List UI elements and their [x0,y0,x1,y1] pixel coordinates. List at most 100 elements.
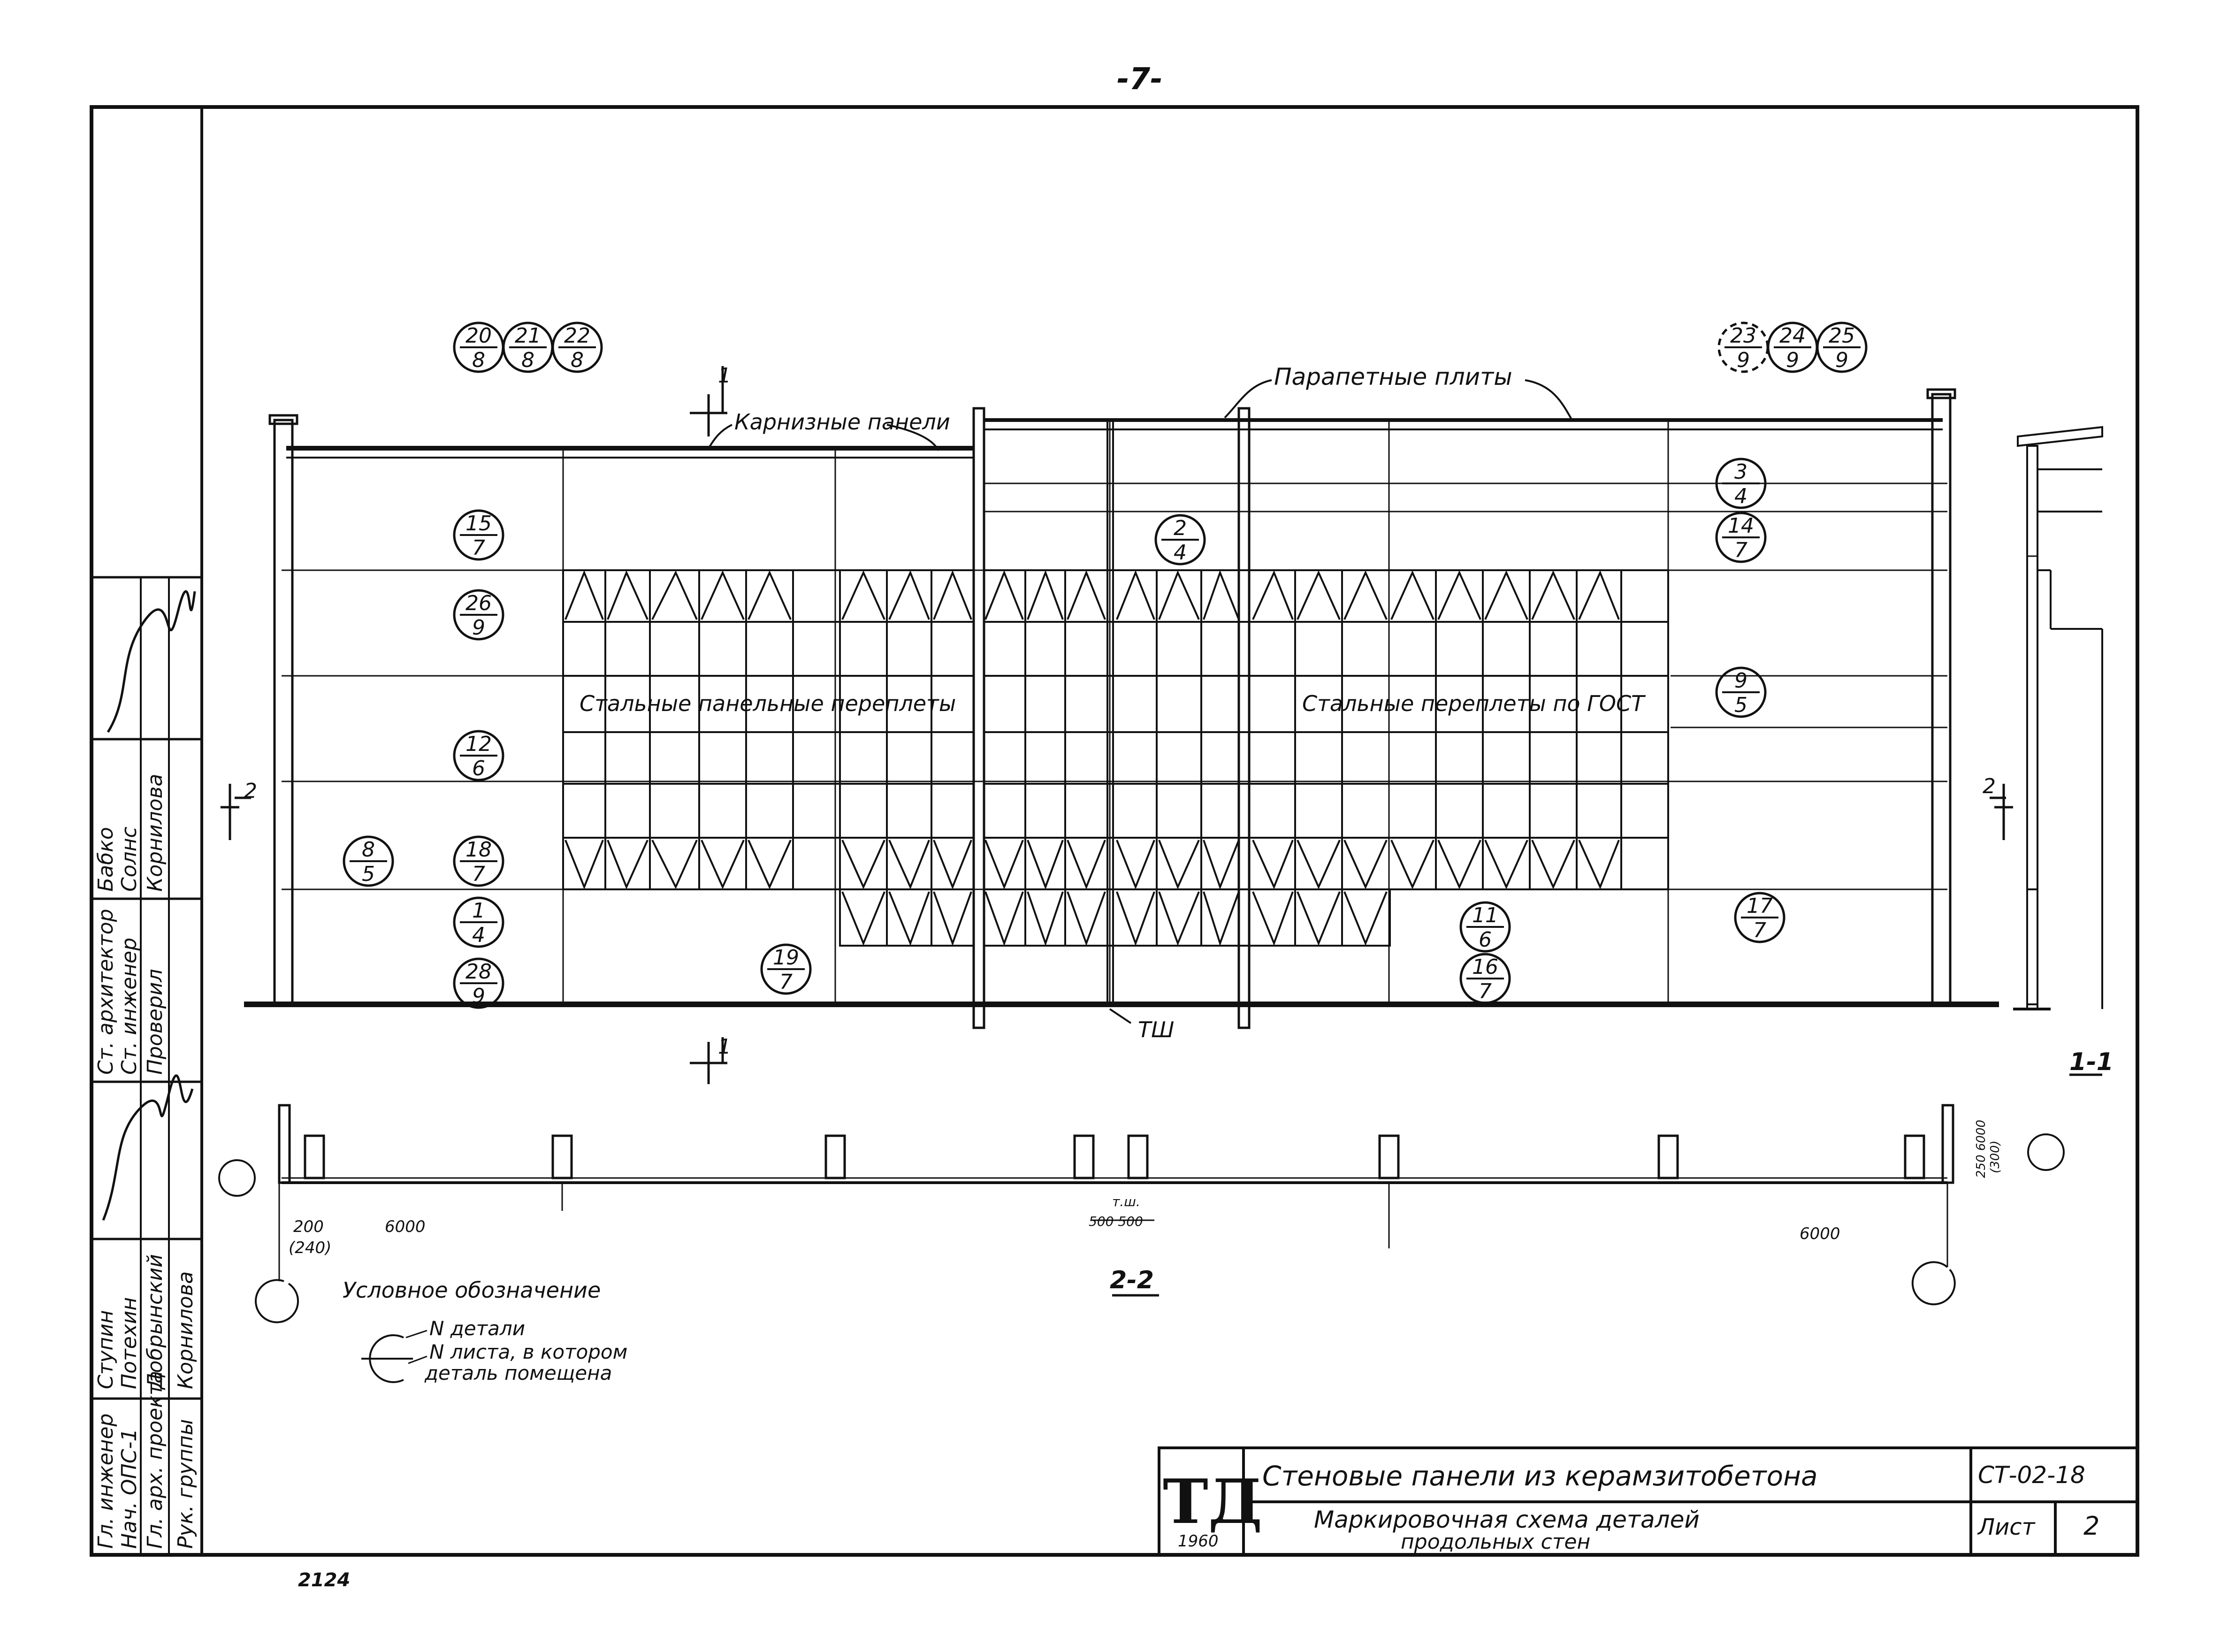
dim-6000-left: 6000 [385,1217,426,1236]
detail-marker: 24 [1154,514,1206,566]
sheet-number: 2 [2083,1511,2099,1541]
archive-number: 2124 [298,1569,350,1591]
dim-right: 250 6000 [1974,1120,1988,1178]
detail-marker: 218 [502,321,554,373]
leader-lines [708,379,1573,1024]
detail-marker-number: 28 [465,960,492,984]
stamp-left-text: Гл. инженер Нач. ОПС-1 Гл. арх. проекта … [94,774,198,1549]
detail-marker-circle [1154,514,1206,566]
detail-marker-number: 18 [465,838,492,862]
detail-marker-number: 1 [472,899,485,923]
detail-marker: 208 [453,321,504,373]
detail-marker-number: 25 [1829,324,1855,348]
detail-marker-number: 12 [465,732,492,756]
legend: Условное обозначение N детали N листа, в… [343,1277,627,1384]
detail-marker: 249 [1767,321,1818,373]
section-2-2-plan [218,1104,2065,1323]
detail-marker: 95 [1715,666,1767,718]
title-code: СТ-02-18 [1978,1461,2085,1489]
detail-marker-circle [453,957,504,1009]
detail-marker-circle [1459,953,1511,1004]
stamp-role-3: Гл. арх. проекта [143,1371,167,1549]
detail-marker-sheet: 7 [1479,979,1492,1003]
detail-marker: 239 [1717,321,1769,373]
detail-marker: 34 [1715,458,1767,509]
stamp-role2-1: Ст. архитектор [94,909,118,1075]
detail-marker-number: 22 [564,324,590,348]
detail-marker-circle [551,321,603,373]
detail-marker: 289 [453,957,504,1009]
dim-500: 500 500 [1089,1214,1143,1229]
detail-marker: 157 [453,509,504,561]
expansion-joint-column-left [972,407,985,1029]
legend-leaders [405,1330,427,1364]
columns-double [1106,420,1114,1004]
stamp-role2-3: Проверил [143,969,167,1075]
detail-marker: 269 [453,589,504,641]
stamp-role-1: Гл. инженер [94,1414,118,1549]
detail-marker-sheet: 9 [1835,348,1848,372]
detail-marker-number: 20 [465,324,492,348]
section-mark-2-right: 2 [1983,774,1996,798]
detail-marker-number: 17 [1747,894,1773,918]
detail-marker: 177 [1734,892,1785,943]
legend-symbol [361,1334,413,1383]
detail-marker-circle [453,589,504,641]
detail-marker-number: 11 [1472,903,1498,927]
stamp-name-1: Ступин [94,1310,118,1389]
stamp-name-4: Корнилова [174,1271,198,1389]
detail-marker-sheet: 6 [1479,928,1492,952]
stamp-name-2: Потехин [117,1297,141,1389]
dim-200: 200 [293,1217,324,1236]
detail-marker-circle [1715,512,1767,563]
panel-joints [282,482,1947,890]
section-mark-1-top: 1 [718,364,731,388]
left-end-cap [268,414,298,425]
detail-marker-sheet: 5 [362,862,375,886]
legend-title: Условное обозначение [343,1277,601,1303]
dim-tsh: т.ш. [1112,1194,1140,1209]
section-mark-2-left: 2 [244,779,257,803]
title-logo: ТД [1163,1466,1262,1537]
detail-marker-circle [1715,458,1767,509]
detail-marker-sheet: 8 [472,348,485,372]
detail-marker-sheet: 5 [1734,693,1747,717]
section-1-1-label: 1-1 [2069,1048,2114,1076]
detail-marker-circle [760,943,812,995]
detail-marker-sheet: 7 [472,536,485,560]
title-block [1158,1446,2139,1556]
detail-marker: 126 [453,730,504,781]
detail-marker-sheet: 8 [571,348,584,372]
detail-markers: 2082182282392492591572691268518714289197… [343,321,1868,1009]
window-block-right [983,569,1669,947]
detail-marker-circle [453,835,504,887]
detail-marker-circle [1459,901,1511,953]
detail-marker-sheet: 4 [472,923,485,947]
label-cornice-panels: Карнизные панели [734,409,950,435]
detail-marker-sheet: 9 [472,616,485,640]
detail-marker-number: 2 [1174,516,1187,540]
sheet-label: Лист [1977,1514,2036,1540]
dim-240: (240) [289,1239,331,1257]
label-steel-panel-frames: Стальные панельные переплеты [580,691,956,716]
detail-marker-sheet: 7 [472,862,485,886]
detail-marker-sheet: 4 [1734,484,1747,508]
title-line-1: Стеновые панели из керамзитобетона [1262,1460,1818,1492]
page-number: -7- [1117,62,1163,97]
detail-marker-circle [1816,321,1868,373]
detail-marker-sheet: 7 [1734,538,1747,562]
title-line-2: Маркировочная схема деталей [1314,1506,1700,1533]
section-2-2-label: 2-2 [1110,1266,1154,1294]
detail-marker: 85 [343,835,394,887]
detail-marker-number: 19 [773,946,799,970]
detail-marker-sheet: 9 [1737,348,1750,372]
detail-marker-number: 21 [515,324,541,348]
detail-marker-number: 16 [1472,955,1498,979]
detail-marker-number: 15 [465,512,492,535]
right-end-cap [1926,388,1956,399]
detail-marker-circle [453,730,504,781]
stamp-role2-2: Ст. инженер [117,938,141,1075]
stamp-name2-3: Корнилова [143,774,167,892]
legend-line-3: деталь помещена [424,1361,612,1384]
stamp-name2-2: Солнс [117,826,141,892]
